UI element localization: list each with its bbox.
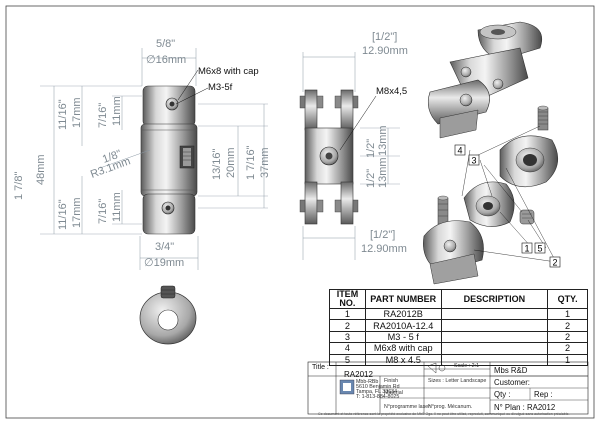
sheet-border [5,5,595,419]
bom-header-item: ITEM NO. [329,289,366,309]
address-line: T: 1-813-884-8025 [356,394,400,400]
dim-inner-lower-fraction: 7/16" [97,199,109,224]
bom-part: M3 - 5 f [364,330,442,344]
qty-label: Qty : [494,390,511,399]
dim-center-fraction: 13/16" [211,148,223,180]
bom-header-desc: DESCRIPTION [440,289,549,309]
side-bottom-fraction: [1/2"] [370,229,395,241]
bom-part: RA2012B [364,307,442,321]
dim-left-upper-fraction: 11/16" [57,99,69,130]
dim-left-lower-fraction: 11/16" [57,199,69,230]
bom-qty: 1 [547,307,588,321]
bom-qty: 1 [547,353,588,366]
bom-row: 1 RA2012B 1 [329,307,588,321]
bom-header-row: ITEM NO. PART NUMBER DESCRIPTION QTY. [329,289,588,309]
dim-bottom-mm: ∅19mm [144,257,184,269]
side-upper-fraction: 1/2" [365,139,377,158]
title-label: Title : [312,364,329,371]
dim-left-lower-mm: 17mm [71,197,83,228]
rep-label: Rep : [534,390,553,399]
company-address: Mbb-RBb 5610 Benjamin Rd Tampa, FL 33634… [356,379,400,400]
bom-item: 5 [329,353,366,366]
front-view [40,48,268,270]
reviser-label: N°programme laser: [384,404,432,410]
dim-center-mm: 20mm [225,147,237,178]
bom-item: 3 [329,330,366,344]
bom-desc [440,330,549,344]
bom-header-part: PART NUMBER [364,289,442,309]
callout-thread: M3-5f [208,82,233,93]
dim-inner-lower-mm: 11mm [111,192,123,222]
sizes-label: Sizes : Letter Landscape [428,378,487,384]
finish-label: Finish [384,378,399,384]
bom-row: 3 M3 - 5 f 2 [329,330,588,344]
dim-left-upper-mm: 17mm [71,97,83,128]
balloon-4: 4 [458,146,463,156]
prog-label: N°prog. Mécanum. [428,404,473,410]
side-upper-mm: 13mm [377,125,389,156]
bom-qty: 2 [547,330,588,344]
bom-qty: 2 [547,342,588,355]
dim-inner-upper-fraction: 7/16" [97,103,109,128]
customer-label: Customer: [494,378,530,387]
dim-inner-upper-mm: 11mm [111,96,123,126]
footer-note: Ce document et toute référence sont la p… [318,412,570,416]
balloon-3: 3 [472,156,477,166]
side-lower-fraction: 1/2" [365,169,377,188]
bom-item: 1 [329,307,366,321]
title-value: RA2012 [344,370,373,379]
bom-part: M6x8 with cap [364,342,442,355]
side-lower-mm: 13mm [377,157,389,188]
dim-top-fraction: 5/8" [156,38,175,50]
side-top-fraction: [1/2"] [372,31,397,43]
bom-desc [440,353,549,366]
side-bottom-mm: 12.90mm [361,243,407,255]
material-label: Material [384,390,403,396]
dim-top-mm: ∅16mm [146,54,186,66]
bom-row: 4 M6x8 with cap 2 [329,342,588,355]
bom-qty: 2 [547,319,588,332]
isometric-assembled [427,21,543,139]
bom-row: 5 M8 x 4.5 1 [329,353,588,366]
dim-bottom-fraction: 3/4" [155,241,174,253]
bom-desc [440,307,549,321]
plan-label: N° Plan : RA2012 [494,403,556,412]
balloon-2: 2 [553,258,558,268]
bom-row: 2 RA2010A-12.4 2 [329,319,588,332]
end-view-collar [139,285,197,345]
company-name: Mbs R&D [494,366,528,375]
address-line: Tampa, FL 33634 [356,389,398,395]
address-line: Mbb-RBb [356,379,379,385]
bom-header-qty: QTY. [547,289,588,309]
bom-part: RA2010A-12.4 [364,319,442,332]
scale-label: Scale : 2:1 [454,363,480,369]
dim-overall-mm: 48mm [35,154,47,185]
balloon-5: 5 [538,244,543,254]
dim-right-mm: 37mm [259,147,271,178]
dim-right-fraction: 1 7/16" [245,145,257,180]
bom-desc [440,342,549,355]
bill-of-materials: ITEM NO. PART NUMBER DESCRIPTION QTY. 1 … [329,289,588,366]
bom-part: M8 x 4.5 [364,353,442,366]
bom-desc [440,319,549,332]
dim-overall-fraction: 1 7/8" [13,172,25,200]
side-callout-thread: M8x4,5 [376,86,407,97]
side-top-mm: 12.90mm [362,45,408,57]
bom-item: 4 [329,342,366,355]
callout-screw: M6x8 with cap [198,66,259,77]
side-view [299,52,400,260]
bom-item: 2 [329,319,366,332]
balloon-1: 1 [525,244,530,254]
address-line: 5610 Benjamin Rd [356,384,400,390]
exploded-view [423,105,559,285]
